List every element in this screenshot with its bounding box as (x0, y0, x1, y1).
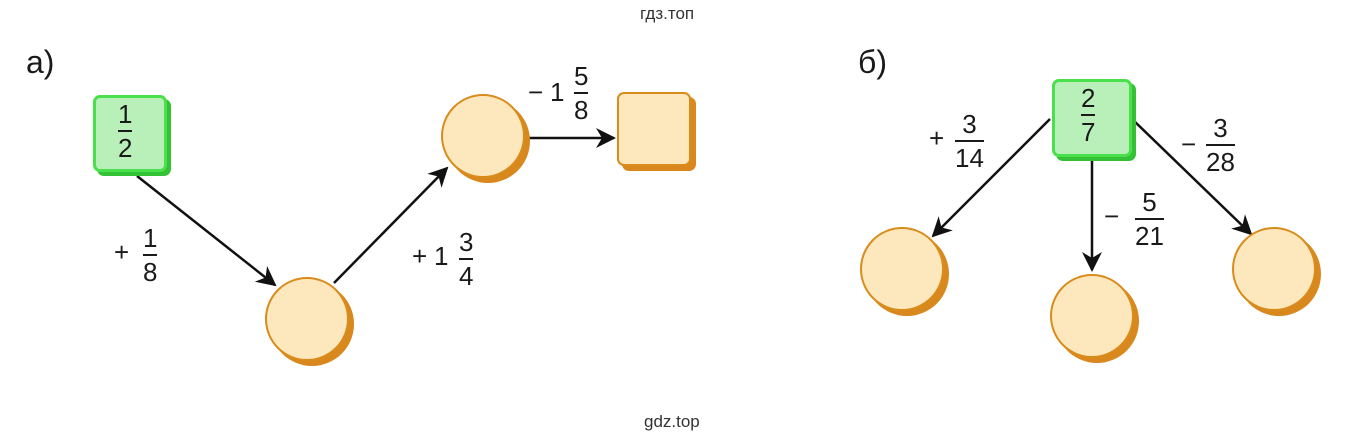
denominator: 7 (1081, 117, 1096, 147)
start-fraction-b: 2 7 (1081, 83, 1096, 147)
fraction-bar (1135, 218, 1164, 220)
start-fraction-a: 1 2 (118, 99, 133, 163)
denominator: 14 (955, 143, 984, 173)
denominator: 4 (459, 261, 474, 291)
step3-fraction: 5 8 (574, 61, 589, 125)
fraction-bar (1081, 114, 1096, 116)
middle-sign: − (1104, 201, 1120, 231)
answer-circle-b-middle[interactable] (1050, 274, 1134, 358)
step2-whole: 1 (434, 241, 449, 271)
left-fraction: 3 14 (955, 110, 984, 172)
numerator: 3 (459, 227, 474, 257)
step1-sign: + (114, 237, 130, 267)
middle-fraction: 5 21 (1135, 188, 1164, 250)
answer-circle-a2[interactable] (441, 94, 525, 178)
arrow-b-left (931, 118, 1051, 238)
numerator: 5 (1142, 187, 1157, 217)
denominator: 28 (1206, 147, 1235, 177)
fraction-bar (955, 140, 984, 142)
denominator: 8 (574, 95, 589, 125)
denominator: 21 (1135, 221, 1164, 251)
denominator: 2 (118, 133, 133, 163)
right-sign: − (1181, 129, 1197, 159)
numerator: 3 (1213, 113, 1228, 143)
answer-circle-a1[interactable] (265, 277, 349, 361)
part-a-label: а) (26, 44, 55, 80)
arrow-a2 (333, 166, 449, 284)
fraction-bar (143, 254, 158, 256)
fraction-bar (459, 258, 474, 260)
numerator: 1 (143, 223, 158, 253)
step3-whole: 1 (550, 77, 565, 107)
watermark-bottom: gdz.top (644, 412, 700, 431)
answer-box-a[interactable] (617, 92, 691, 166)
fraction-bar (574, 92, 589, 94)
denominator: 8 (143, 257, 158, 287)
answer-circle-b-right[interactable] (1232, 227, 1316, 311)
step2-sign: + (412, 241, 428, 271)
numerator: 3 (962, 109, 977, 139)
answer-circle-b-left[interactable] (860, 227, 944, 311)
right-fraction: 3 28 (1206, 114, 1235, 176)
step3-sign: − (528, 77, 544, 107)
step1-fraction: 1 8 (143, 223, 158, 287)
watermark-top: гдз.топ (640, 4, 695, 23)
arrow-b-right (1131, 118, 1253, 236)
numerator: 2 (1081, 83, 1096, 113)
start-box-b (1052, 79, 1132, 157)
fraction-bar (1206, 144, 1235, 146)
fraction-bar (118, 130, 133, 132)
left-sign: + (929, 123, 945, 153)
arrow-a1 (136, 175, 277, 287)
numerator: 5 (574, 61, 589, 91)
numerator: 1 (118, 99, 133, 129)
part-b-label: б) (858, 44, 887, 80)
step2-fraction: 3 4 (459, 227, 474, 291)
start-box-a (93, 95, 167, 172)
